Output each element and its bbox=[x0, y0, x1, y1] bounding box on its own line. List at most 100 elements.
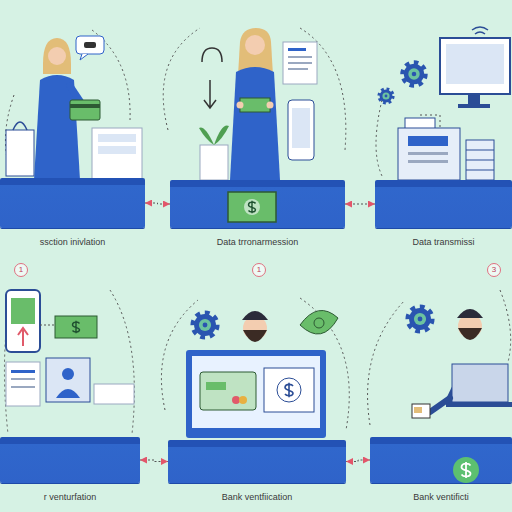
man-beard bbox=[243, 330, 267, 342]
hand bbox=[267, 102, 274, 109]
connector-arrow bbox=[345, 204, 375, 205]
speech-bubble bbox=[76, 36, 104, 54]
connector-arrow bbox=[140, 460, 168, 462]
photo-frame bbox=[46, 358, 90, 402]
gear-icon bbox=[404, 64, 425, 85]
panel-4-art bbox=[6, 290, 134, 406]
gear-icon bbox=[409, 308, 431, 330]
phone-banknote bbox=[11, 298, 35, 324]
dollar-sign bbox=[285, 383, 293, 397]
monitor-screen bbox=[192, 356, 320, 428]
step-label: Bank ventfiication bbox=[168, 492, 346, 503]
person-shoulders bbox=[56, 389, 80, 398]
dollar-sign bbox=[249, 201, 256, 214]
woman-hair bbox=[43, 38, 71, 74]
card-logo bbox=[239, 396, 247, 404]
banknote bbox=[240, 98, 270, 112]
phone bbox=[6, 290, 40, 352]
desk-station: Bank ventificti bbox=[370, 437, 512, 507]
desk-surface bbox=[168, 440, 346, 483]
paper-line bbox=[98, 134, 136, 142]
panel-5-art bbox=[186, 310, 338, 438]
laptop bbox=[452, 364, 508, 402]
man-arm bbox=[430, 398, 450, 412]
panel-3-art bbox=[380, 27, 510, 180]
payment-card bbox=[200, 372, 256, 410]
doc-line bbox=[11, 386, 35, 388]
laptop-base bbox=[446, 402, 512, 407]
curved-arrow bbox=[202, 48, 222, 62]
desk-surface bbox=[375, 180, 512, 228]
doc-line bbox=[288, 48, 306, 51]
step-label: Data transmissi bbox=[375, 237, 512, 248]
doc-line bbox=[11, 370, 35, 373]
plant-leaf bbox=[199, 128, 214, 145]
card-stripe bbox=[70, 104, 100, 108]
callout-number: 1 bbox=[252, 263, 266, 277]
plant-pot bbox=[200, 145, 228, 180]
man-beard bbox=[458, 328, 482, 340]
desk-station: Bank ventfiication bbox=[168, 440, 346, 507]
document bbox=[6, 362, 40, 406]
phone-screen bbox=[292, 108, 310, 148]
monitor-base bbox=[458, 104, 490, 108]
step-label: Data trronarmession bbox=[170, 237, 345, 248]
card-logo bbox=[232, 396, 240, 404]
dollar-sign bbox=[462, 462, 471, 478]
wifi-symbol bbox=[472, 27, 488, 34]
plant-leaf bbox=[214, 125, 229, 145]
register-keys bbox=[408, 160, 448, 163]
bubble-icon bbox=[84, 42, 96, 48]
verify-panel bbox=[264, 368, 314, 412]
card-slip bbox=[94, 384, 134, 404]
banknote bbox=[228, 192, 276, 222]
shopping-bag bbox=[6, 130, 34, 176]
panel-2-art bbox=[199, 28, 317, 180]
desk-surface bbox=[0, 437, 140, 483]
panel-6-art bbox=[409, 308, 512, 418]
paper-line bbox=[98, 146, 136, 154]
desk-surface bbox=[370, 437, 512, 483]
woman-face bbox=[48, 47, 66, 65]
dashed-arc bbox=[110, 290, 134, 434]
cash-register bbox=[398, 128, 460, 180]
dollar-ring bbox=[277, 378, 301, 402]
doc-line bbox=[288, 56, 312, 58]
step-label: ssction inivlation bbox=[0, 237, 145, 248]
gear-icon bbox=[194, 314, 216, 336]
monitor-screen bbox=[446, 44, 504, 84]
hand bbox=[237, 102, 244, 109]
card-chip bbox=[414, 407, 422, 413]
card-chip bbox=[206, 382, 226, 390]
woman-body bbox=[230, 67, 280, 180]
desk-station: Data trronarmession bbox=[170, 180, 345, 252]
register-keys bbox=[408, 152, 448, 155]
payment-card bbox=[70, 100, 100, 120]
doc-line bbox=[11, 378, 35, 380]
phone bbox=[288, 100, 314, 160]
doc-line bbox=[288, 68, 308, 70]
dashed-arc bbox=[368, 300, 405, 425]
desk-surface bbox=[0, 178, 145, 228]
man-cap bbox=[242, 311, 268, 320]
desk-station: Data transmissi bbox=[375, 180, 512, 252]
dollar-coin bbox=[453, 457, 479, 483]
leaf-badge bbox=[300, 310, 338, 334]
bag-handle bbox=[13, 122, 27, 130]
connector-arrow bbox=[145, 203, 170, 204]
dollar-sign bbox=[73, 321, 80, 334]
dashed-arc bbox=[500, 290, 511, 362]
dashed-link bbox=[40, 325, 55, 326]
person-head bbox=[62, 368, 74, 380]
monitor bbox=[440, 38, 510, 94]
monitor bbox=[186, 350, 326, 438]
gear-icon bbox=[380, 90, 393, 103]
dashed-arc bbox=[163, 28, 200, 130]
panel-1-art bbox=[6, 36, 142, 180]
